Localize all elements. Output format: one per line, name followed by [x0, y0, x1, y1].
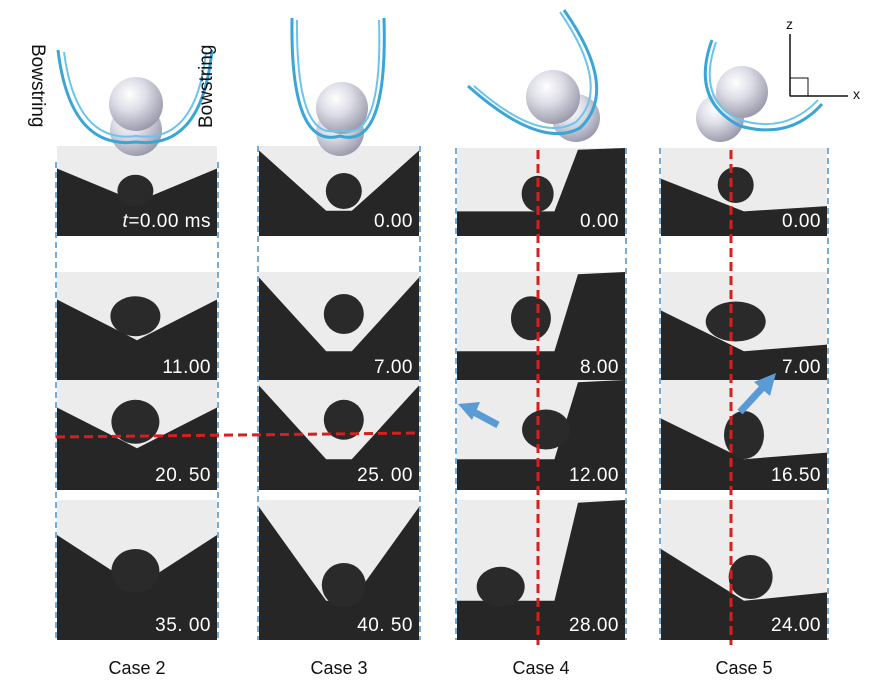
case5-frame-2-image [661, 301, 827, 382]
coordinate-axes [789, 34, 848, 97]
case5-frame-2: 7.00 [661, 272, 827, 382]
case3-time-label-3: 25. 00 [357, 465, 413, 486]
case3-frame-2: 7.00 [259, 272, 419, 382]
case2-sphere-illustration [56, 49, 214, 156]
case4-time-label-1: 0.00 [580, 211, 619, 232]
case4-frame-1: 0.00 [457, 148, 625, 236]
case2-frame-2-image [57, 296, 217, 382]
case4-time-label-4: 28.00 [568, 615, 619, 636]
axis-x-label: x [853, 86, 860, 102]
case2-time-label-1: t=0.00 ms [122, 211, 211, 232]
case4-sphere-illustration [467, 9, 600, 142]
case2-time-label-3: 20. 50 [155, 465, 211, 486]
case3-frame-1: 0.00 [259, 146, 419, 236]
case2-frame-1: t=0.00 ms [57, 146, 217, 236]
case4-frame-2: 8.00 [457, 272, 625, 382]
case5-frame-3-image [661, 411, 827, 490]
case2-frame-4: 35. 00 [57, 500, 217, 640]
case5-time-label-4: 24.00 [770, 615, 821, 636]
case2-time-label-2: 11.00 [162, 357, 211, 378]
time-prefix: t [122, 211, 129, 232]
axis-z-label: z [786, 16, 793, 32]
case2-frame-2: 11.00 [57, 272, 217, 382]
case2-frame-4-image [57, 535, 217, 640]
case3-frame-4-image [259, 507, 419, 640]
case5-frame-1: 0.00 [661, 148, 827, 236]
case4-frame-2-image [457, 272, 625, 382]
case5-time-label-3: 16.50 [770, 465, 821, 486]
case3-frame-4: 40. 50 [259, 500, 419, 640]
case2-label: Case 2 [108, 658, 166, 678]
case4-time-label-3: 12.00 [568, 465, 619, 486]
case4-frame-3: 12.00 [457, 380, 625, 490]
case3-frame-2-image [259, 277, 419, 382]
case3-time-label-1: 0.00 [374, 211, 413, 232]
case5-frame-1-image [661, 166, 827, 236]
case4-time-label-2: 8.00 [580, 357, 619, 378]
case5-label: Case 5 [715, 658, 773, 678]
case4-frame-3-image [457, 380, 625, 490]
case2-time-label-4: 35. 00 [155, 615, 211, 636]
case4-frame-4-image [457, 500, 625, 640]
case5-time-label-1: 0.00 [782, 211, 821, 232]
case5-sphere-illustration [696, 39, 824, 142]
case3-frame-1-image [259, 150, 419, 236]
case3-sphere-illustration [290, 17, 386, 156]
case2-frame-1-image [57, 168, 217, 236]
case4-frame-4: 28.00 [457, 500, 625, 640]
case5-frame-3: 16.50 [661, 380, 827, 490]
case4-label: Case 4 [512, 658, 570, 678]
case5-frame-4-image [661, 549, 827, 640]
case5-frame-4: 24.00 [661, 500, 827, 640]
case3-frame-3-image [259, 385, 419, 490]
case3-time-label-4: 40. 50 [357, 615, 413, 636]
case3-label: Case 3 [310, 658, 368, 678]
case3-time-label-2: 7.00 [374, 357, 413, 378]
case5-time-label-2: 7.00 [782, 357, 821, 378]
